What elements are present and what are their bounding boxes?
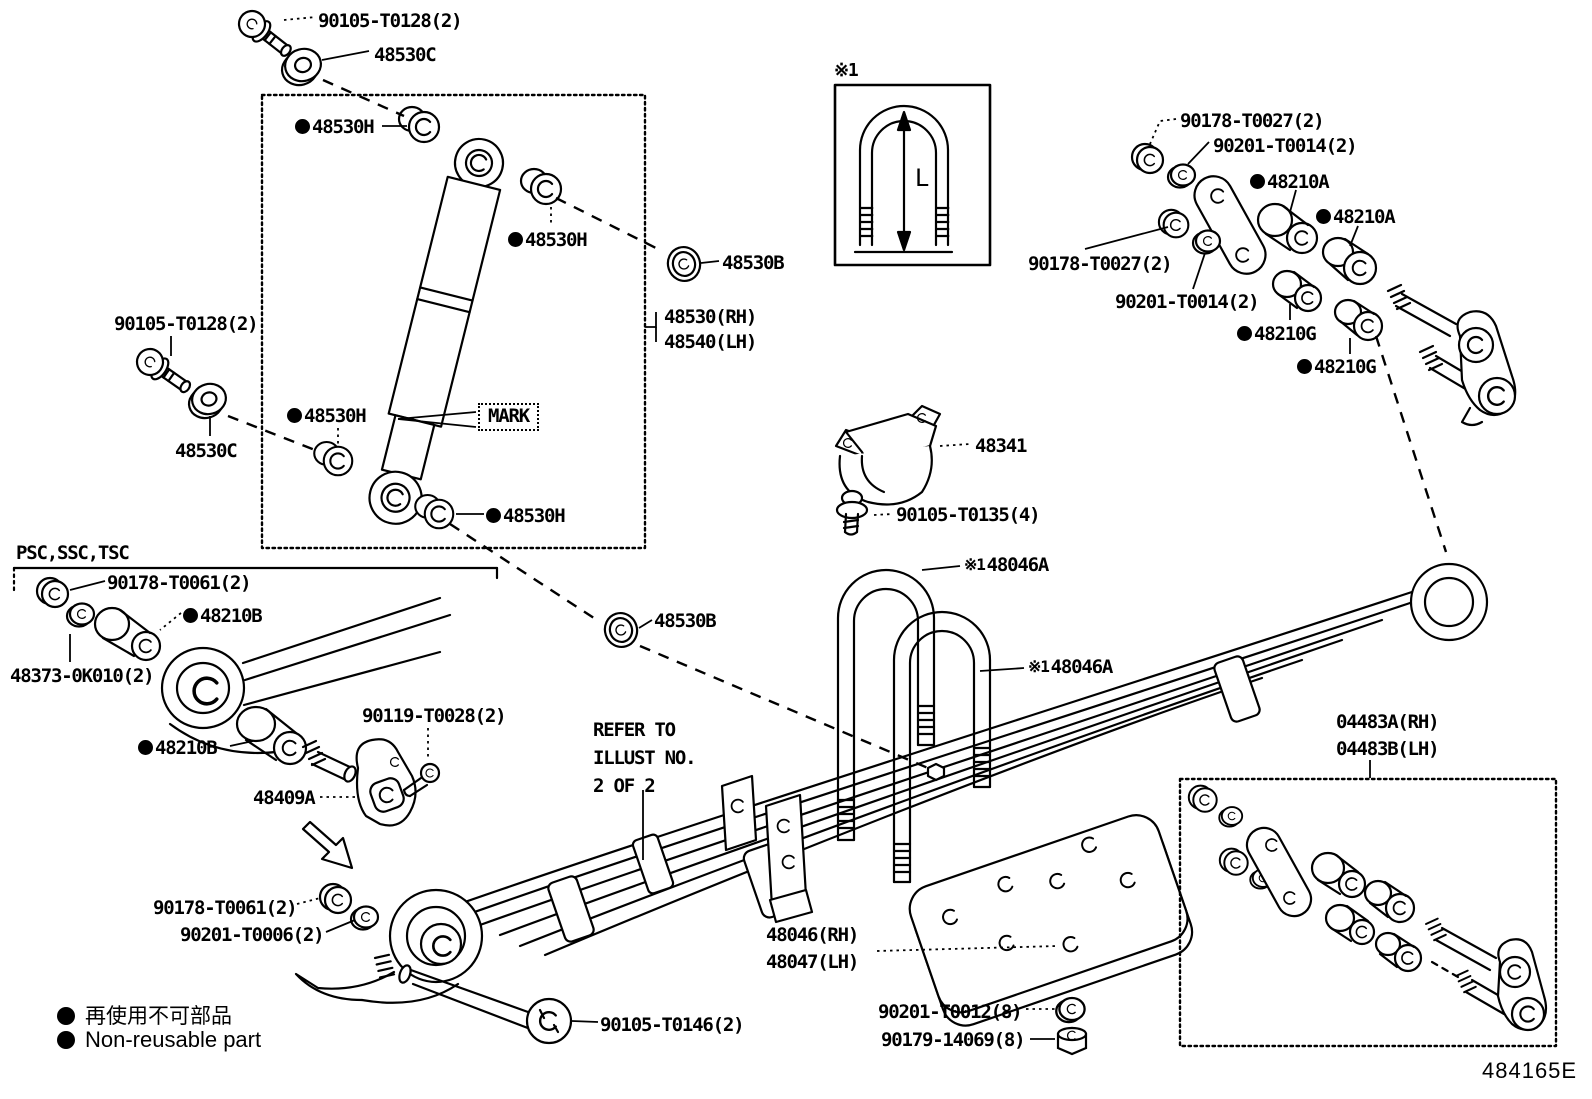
non-reusable-dot-icon (1316, 209, 1331, 224)
bushing-48530h-2-drawing (521, 169, 561, 204)
grommet-48530b-1-drawing (664, 243, 705, 285)
bumper-bracket-drawing (834, 404, 942, 506)
shackle-cluster (1132, 144, 1517, 427)
washer-90201-t0006-drawing (351, 907, 378, 930)
shackle-kit-contents (1189, 786, 1548, 1032)
u-bolt-drawing-1 (836, 568, 936, 842)
shackle-kit-box (1178, 777, 1558, 1048)
washer-48530c-left-drawing (187, 382, 227, 420)
dim-box-ref-mark: ※1 (834, 60, 859, 81)
nut-90179-14069-drawing (1056, 1026, 1088, 1056)
part-label-90105-t0135: 90105-T0135(4) (896, 504, 1041, 526)
part-label-04483a-rh: 04483A(RH) (1336, 711, 1440, 733)
part-label-04483b-lh: 04483B(LH) (1336, 738, 1440, 760)
part-label-48530h-2: 48530H (508, 229, 588, 251)
section-label-psc-ssc-tsc: PSC,SSC,TSC (16, 542, 130, 564)
part-label-48210b-1: 48210B (183, 605, 263, 627)
legend-jp: 再使用不可部品 (57, 1000, 232, 1030)
bolt-90105-t0128-left-drawing (135, 347, 192, 394)
bushing-48530h-3-drawing (314, 442, 352, 475)
legend-en: Non-reusable part (57, 1027, 261, 1053)
part-label-48210a-2: 48210A (1316, 206, 1396, 228)
part-label-48530b-2: 48530B (654, 610, 717, 632)
non-reusable-dot-icon (183, 608, 198, 623)
bolt-90105-t0135-drawing (835, 489, 869, 536)
dim-letter-l: L (915, 164, 929, 192)
shock-absorber-box (260, 93, 647, 550)
bolt-90105-t0128-top-drawing (237, 9, 292, 57)
part-label-48530c-upper: 48530C (374, 44, 437, 66)
part-label-90201-t0006: 90201-T0006(2) (180, 924, 325, 946)
bushing-48530h-1-drawing (399, 107, 439, 142)
part-label-90179-14069: 90179-14069(8) (881, 1029, 1026, 1051)
psc-section (12, 566, 499, 870)
mark-callout-box: MARK (478, 403, 539, 431)
non-reusable-dot-icon (57, 1007, 75, 1025)
part-label-48530-rh: 48530(RH) (664, 306, 757, 328)
part-label-90201-t0014-1: 90201-T0014(2) (1213, 135, 1358, 157)
non-reusable-dot-icon (1297, 359, 1312, 374)
part-label-48530b-1: 48530B (722, 252, 785, 274)
non-reusable-dot-icon (486, 508, 501, 523)
ref1-mark: ※1 (964, 555, 986, 574)
part-label-48530h-3: 48530H (287, 405, 367, 427)
part-label-48530h-4: 48530H (486, 505, 566, 527)
part-label-90105-t0128-left: 90105-T0128(2) (114, 313, 259, 335)
refer-note: REFER TO ILLUST NO. 2 OF 2 (593, 719, 697, 797)
part-label-48341: 48341 (975, 435, 1027, 457)
bolt-90105-t0146-drawing (370, 951, 573, 1045)
part-label-48540-lh: 48540(LH) (664, 331, 757, 353)
part-label-90201-t0014-2: 90201-T0014(2) (1115, 291, 1260, 313)
grommet-48530b-2-drawing (601, 609, 642, 651)
non-reusable-dot-icon (138, 740, 153, 755)
leader-lines (69, 16, 1371, 1040)
washer-48530c-top-drawing (280, 47, 322, 87)
drawing-code: 484165E (1482, 1058, 1578, 1083)
non-reusable-dot-icon (287, 408, 302, 423)
non-reusable-dot-icon (57, 1031, 75, 1049)
spring-seat-plate-drawing (908, 814, 1194, 1027)
bushing-48530h-4-drawing (415, 495, 453, 528)
part-label-48409a: 48409A (253, 787, 316, 809)
part-label-90178-t0061-psc: 90178-T0061(2) (107, 572, 252, 594)
non-reusable-dot-icon (1237, 326, 1252, 341)
ref1-mark: ※1 (1028, 657, 1050, 676)
part-label-90178-t0027-2: 90178-T0027(2) (1028, 253, 1173, 275)
part-label-90119-t0028: 90119-T0028(2) (362, 705, 507, 727)
part-label-48530h-1: 48530H (295, 116, 375, 138)
shock-absorber-drawing (368, 137, 505, 525)
non-reusable-dot-icon (295, 119, 310, 134)
part-label-48210g-2: 48210G (1297, 356, 1377, 378)
non-reusable-dot-icon (1250, 174, 1265, 189)
non-reusable-dot-icon (508, 232, 523, 247)
part-label-48530c-left: 48530C (175, 440, 238, 462)
part-label-90105-t0146: 90105-T0146(2) (600, 1014, 745, 1036)
assembly-dashed-lines (227, 78, 1448, 770)
part-label-48373-0k010: 48373-0K010(2) (10, 665, 155, 687)
part-label-48047-lh: 48047(LH) (766, 951, 859, 973)
part-label-90178-t0061-bot: 90178-T0061(2) (153, 897, 298, 919)
part-label-48210a-1: 48210A (1250, 171, 1330, 193)
part-label-90201-t0012: 90201-T0012(8) (878, 1001, 1023, 1023)
part-label-48046-rh: 48046(RH) (766, 924, 859, 946)
direction-arrow (301, 820, 354, 870)
part-label-48210b-2: 48210B (138, 737, 218, 759)
part-label-90105-t0128-upper: 90105-T0128(2) (318, 10, 463, 32)
leaf-spring-drawing (294, 562, 1489, 1004)
nut-90178-t0061-bot-drawing (320, 884, 351, 913)
washer-90201-t0012-drawing (1056, 998, 1084, 1022)
part-label-48210g-1: 48210G (1237, 323, 1317, 345)
u-bolt-dimension-box (833, 83, 992, 267)
u-bolt-drawing-2 (892, 610, 992, 884)
part-label-90178-t0027-1: 90178-T0027(2) (1180, 110, 1325, 132)
